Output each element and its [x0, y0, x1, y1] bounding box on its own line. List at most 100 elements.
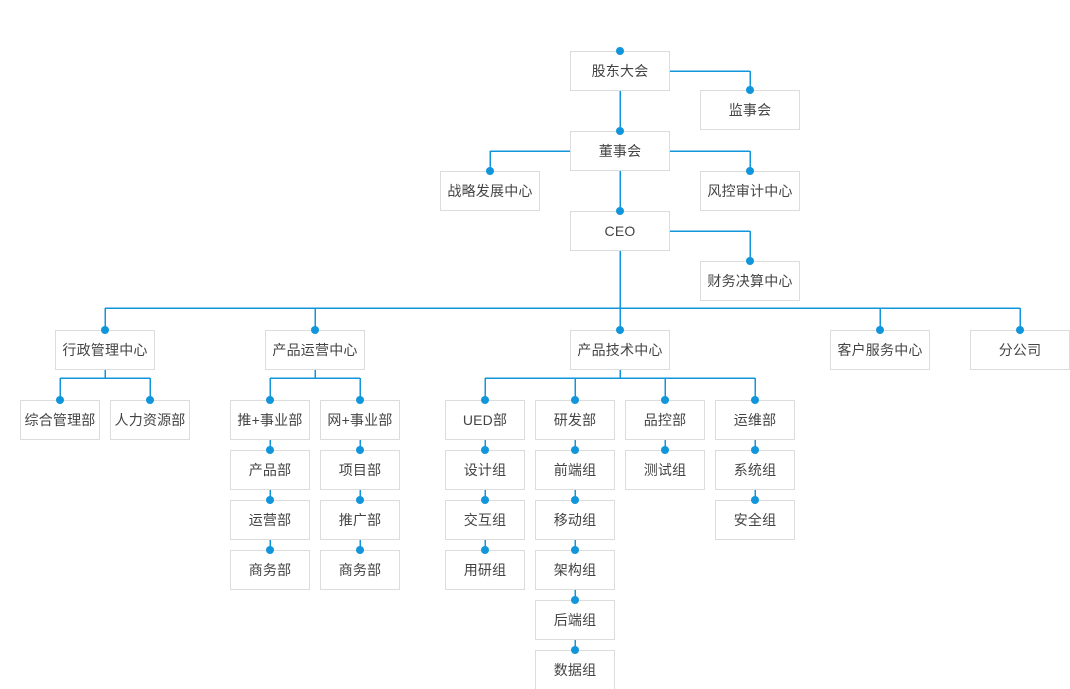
org-node-system[interactable]: 系统组 [715, 450, 795, 490]
org-node-admin[interactable]: 行政管理中心 [55, 330, 155, 370]
org-node-wangplus[interactable]: 网+事业部 [320, 400, 400, 440]
org-node-label: 推+事业部 [237, 411, 303, 428]
connector-dot-icon [661, 446, 669, 454]
org-node-label: 网+事业部 [327, 411, 393, 428]
org-node-label: 人力资源部 [114, 411, 186, 428]
org-node-label: 移动组 [553, 511, 597, 528]
org-node-business1[interactable]: 商务部 [230, 550, 310, 590]
org-node-label: 系统组 [733, 461, 777, 478]
org-node-frontend[interactable]: 前端组 [535, 450, 615, 490]
org-node-label: CEO [604, 222, 636, 239]
org-node-project[interactable]: 项目部 [320, 450, 400, 490]
org-node-ceo[interactable]: CEO [570, 211, 670, 251]
org-node-label: 后端组 [553, 611, 597, 628]
connector-dot-icon [356, 396, 364, 404]
connector-dot-icon [661, 396, 669, 404]
org-node-label: 战略发展中心 [447, 182, 533, 199]
org-node-product_dept[interactable]: 产品部 [230, 450, 310, 490]
connector-dot-icon [56, 396, 64, 404]
connector-dot-icon [616, 127, 624, 135]
org-node-devops[interactable]: 运维部 [715, 400, 795, 440]
org-node-prodops[interactable]: 产品运营中心 [265, 330, 365, 370]
connector-dot-icon [481, 446, 489, 454]
org-node-prodtech[interactable]: 产品技术中心 [570, 330, 670, 370]
org-node-label: 研发部 [553, 411, 597, 428]
org-node-label: 运营部 [248, 511, 292, 528]
org-node-label: 分公司 [998, 341, 1042, 358]
connector-dot-icon [616, 326, 624, 334]
org-node-label: 设计组 [463, 461, 507, 478]
org-node-general[interactable]: 综合管理部 [20, 400, 100, 440]
connector-dot-icon [486, 167, 494, 175]
org-node-label: 商务部 [248, 561, 292, 578]
org-node-label: 推广部 [338, 511, 382, 528]
connector-dot-icon [571, 496, 579, 504]
connector-dot-icon [356, 446, 364, 454]
connector-dot-icon [571, 546, 579, 554]
connector-dot-icon [266, 546, 274, 554]
org-node-rd[interactable]: 研发部 [535, 400, 615, 440]
org-node-datateam[interactable]: 数据组 [535, 650, 615, 689]
org-node-label: 监事会 [728, 101, 772, 118]
org-node-operation[interactable]: 运营部 [230, 500, 310, 540]
org-node-riskaudit[interactable]: 风控审计中心 [700, 171, 800, 211]
org-node-label: 财务决算中心 [707, 272, 793, 289]
org-node-label: 产品运营中心 [272, 341, 358, 358]
org-node-label: 数据组 [553, 661, 597, 678]
connector-dot-icon [746, 257, 754, 265]
connector-dot-icon [356, 546, 364, 554]
org-node-branch[interactable]: 分公司 [970, 330, 1070, 370]
connector-dot-icon [101, 326, 109, 334]
org-node-label: 架构组 [553, 561, 597, 578]
connector-dot-icon [616, 47, 624, 55]
connector-dot-icon [266, 446, 274, 454]
org-node-label: 风控审计中心 [707, 182, 793, 199]
connector-dot-icon [616, 207, 624, 215]
connector-dot-icon [751, 496, 759, 504]
org-node-label: UED部 [462, 411, 508, 428]
org-node-promotion[interactable]: 推广部 [320, 500, 400, 540]
org-node-label: 品控部 [643, 411, 687, 428]
org-node-architecture[interactable]: 架构组 [535, 550, 615, 590]
org-node-interaction[interactable]: 交互组 [445, 500, 525, 540]
org-node-label: 安全组 [733, 511, 777, 528]
connector-dot-icon [571, 646, 579, 654]
connector-dot-icon [481, 546, 489, 554]
connector-dot-icon [481, 396, 489, 404]
connector-dot-icon [876, 326, 884, 334]
connector-dot-icon [746, 86, 754, 94]
connector-dot-icon [571, 596, 579, 604]
org-node-label: 产品技术中心 [577, 341, 663, 358]
org-node-design[interactable]: 设计组 [445, 450, 525, 490]
org-node-customer[interactable]: 客户服务中心 [830, 330, 930, 370]
org-node-mobile[interactable]: 移动组 [535, 500, 615, 540]
org-node-strategy[interactable]: 战略发展中心 [440, 171, 540, 211]
org-node-tuiplus[interactable]: 推+事业部 [230, 400, 310, 440]
org-node-label: 董事会 [598, 142, 642, 159]
org-node-qa[interactable]: 品控部 [625, 400, 705, 440]
org-node-label: 产品部 [248, 461, 292, 478]
org-node-label: 商务部 [338, 561, 382, 578]
connector-dot-icon [481, 496, 489, 504]
org-node-label: 交互组 [463, 511, 507, 528]
org-node-label: 运维部 [733, 411, 777, 428]
org-node-finance[interactable]: 财务决算中心 [700, 261, 800, 301]
connector-dot-icon [356, 496, 364, 504]
connector-dot-icon [746, 167, 754, 175]
org-node-hr[interactable]: 人力资源部 [110, 400, 190, 440]
org-node-label: 综合管理部 [24, 411, 96, 428]
connector-dot-icon [311, 326, 319, 334]
org-node-ued[interactable]: UED部 [445, 400, 525, 440]
org-node-business2[interactable]: 商务部 [320, 550, 400, 590]
org-node-security[interactable]: 安全组 [715, 500, 795, 540]
org-node-testing[interactable]: 测试组 [625, 450, 705, 490]
connector-dot-icon [571, 446, 579, 454]
org-node-supervisors[interactable]: 监事会 [700, 90, 800, 130]
org-node-backend[interactable]: 后端组 [535, 600, 615, 640]
org-node-shareholders[interactable]: 股东大会 [570, 51, 670, 91]
org-node-userresearch[interactable]: 用研组 [445, 550, 525, 590]
connector-dot-icon [751, 446, 759, 454]
org-node-board[interactable]: 董事会 [570, 131, 670, 171]
org-node-label: 客户服务中心 [837, 341, 923, 358]
